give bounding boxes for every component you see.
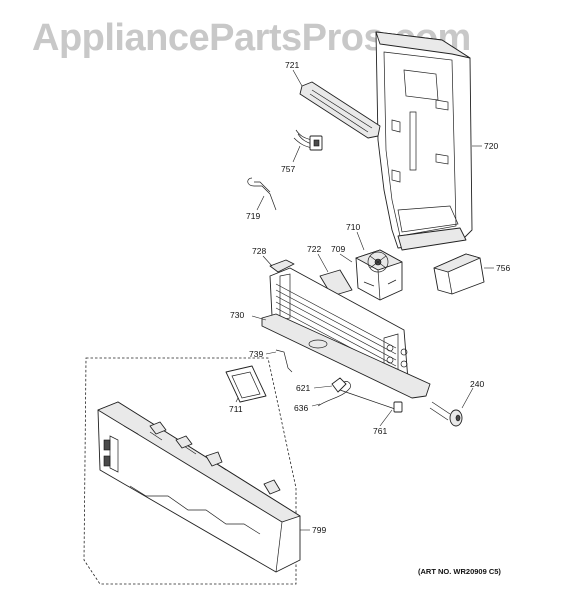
art-number: (ART NO. WR20909 C5): [418, 567, 501, 576]
part-621-sensor: [331, 377, 347, 393]
part-730-evaporator: [261, 267, 431, 399]
callout-761: 761: [373, 426, 387, 436]
part-710-fan-motor: [355, 249, 403, 301]
part-721-cover: [299, 81, 381, 139]
callout-757: 757: [281, 164, 295, 174]
callout-709: 709: [331, 244, 345, 254]
part-799-control-box: [97, 401, 301, 573]
part-757-harness: [293, 129, 323, 151]
part-720-housing: [375, 31, 473, 251]
callout-722: 722: [307, 244, 321, 254]
part-728-bracket: [269, 259, 295, 273]
callout-799: 799: [312, 525, 326, 535]
leader-lines: [235, 69, 494, 531]
callout-756: 756: [496, 263, 510, 273]
callout-739: 739: [249, 349, 263, 359]
part-240-plug: [429, 401, 463, 427]
callout-636: 636: [294, 403, 308, 413]
callout-240: 240: [470, 379, 484, 389]
callout-710: 710: [346, 222, 360, 232]
callout-621: 621: [296, 383, 310, 393]
part-756-cap: [433, 253, 485, 295]
callout-720: 720: [484, 141, 498, 151]
callout-721: 721: [285, 60, 299, 70]
callout-719: 719: [246, 211, 260, 221]
part-636-heater: [317, 381, 351, 407]
part-761-heater-rod: [339, 389, 403, 413]
callout-728: 728: [252, 246, 266, 256]
callout-730: 730: [230, 310, 244, 320]
callout-711: 711: [229, 404, 243, 414]
part-719-clip: [247, 177, 277, 211]
part-711-bezel: [225, 365, 267, 403]
control-group-boundary: [83, 357, 297, 585]
part-739-clip: [275, 349, 293, 373]
